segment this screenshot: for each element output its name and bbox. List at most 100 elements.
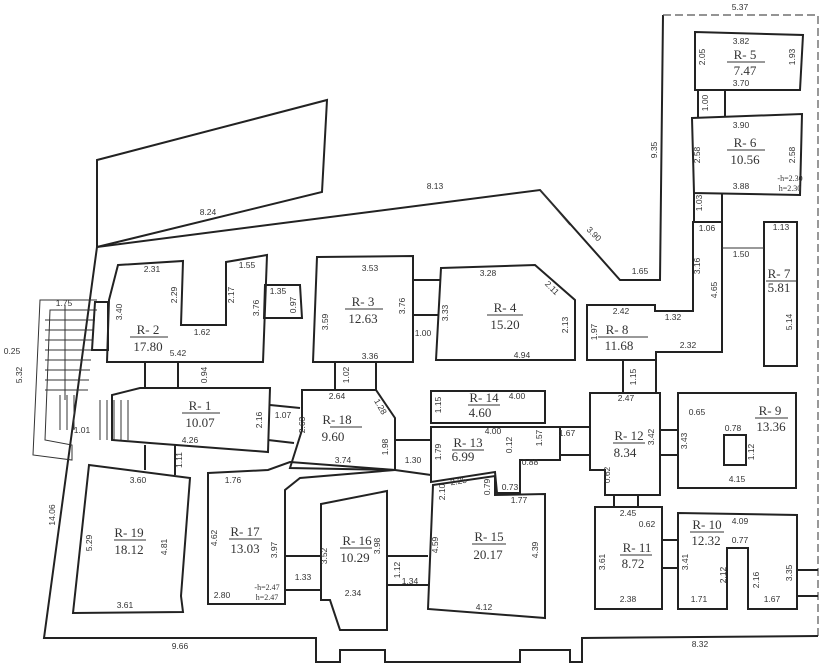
room-id: R- 6 — [734, 135, 757, 150]
outer-walls — [42, 14, 819, 663]
dimension-label: 4.65 — [709, 281, 719, 298]
dimension-label: 1.93 — [787, 48, 797, 65]
dimension-label: 2.34 — [345, 588, 362, 598]
room-r8-outline — [586, 221, 723, 361]
dimension-label: 1.75 — [56, 298, 73, 308]
dimension-label: 3.70 — [733, 78, 750, 88]
dimension-label: 1.77 — [511, 495, 528, 505]
dimension-label: 2.17 — [226, 286, 236, 303]
room-area: 20.17 — [473, 547, 503, 562]
dimension-label: 3.59 — [320, 313, 330, 330]
dimension-label: 4.09 — [732, 516, 749, 526]
room-r19-outline — [71, 463, 192, 615]
room-r13-outline — [430, 426, 561, 494]
dimension-label: 0.78 — [725, 423, 742, 433]
wall-line — [267, 439, 295, 444]
room-r9-column — [723, 434, 747, 466]
room-area: 10.56 — [730, 152, 760, 167]
dimension-label: 1.00 — [700, 94, 710, 111]
room-r6: R- 6 10.56 — [727, 135, 765, 167]
dimension-label: 9.66 — [172, 641, 189, 651]
dimension-label: 14.06 — [47, 504, 57, 526]
room-r4-outline — [434, 263, 576, 361]
room-r5-outline — [694, 30, 805, 91]
room-area: 11.68 — [605, 338, 634, 353]
wall-line — [262, 284, 304, 319]
dimension-label: 2.12 — [718, 566, 728, 583]
dimension-label: 2.32 — [680, 340, 697, 350]
dimension-label: 2.16 — [751, 571, 761, 588]
dimension-label: 1.79 — [433, 443, 443, 460]
dimension-label: 2.29 — [169, 286, 179, 303]
wall-line — [269, 404, 301, 409]
dimension-label: 4.00 — [509, 391, 526, 401]
dimension-label: 9.35 — [649, 141, 659, 158]
wall-line — [32, 299, 97, 461]
wall-line — [539, 189, 571, 226]
dimension-label: 1.50 — [733, 249, 750, 259]
dimension-label: 3.82 — [733, 36, 750, 46]
room-area: 13.03 — [230, 541, 259, 556]
room-r9-outline — [677, 392, 797, 489]
dimension-label: 3.61 — [597, 553, 607, 570]
stair-steps — [45, 305, 129, 440]
room-area: 10.29 — [340, 550, 369, 565]
dimension-label: 0.79 — [482, 478, 492, 495]
room-area: 12.63 — [348, 311, 377, 326]
dimension-label: 4.59 — [430, 536, 440, 553]
dimension-label: 5.32 — [14, 366, 24, 383]
room-r17-outline — [207, 460, 396, 605]
room-id: R- 18 — [322, 412, 351, 427]
dimension-label: 2.25 — [449, 475, 467, 488]
dimension-label: 3.16 — [692, 257, 702, 274]
room-r2-outline — [105, 253, 269, 363]
dimension-label: 2.58 — [692, 146, 702, 163]
dimension-label: 4.00 — [485, 426, 502, 436]
room-r16-outline — [320, 489, 388, 631]
room-id: R- 12 — [614, 428, 643, 443]
dimension-label: 0.65 — [689, 407, 706, 417]
dimension-label: 2.13 — [560, 316, 570, 333]
room-r8: R- 811.68 — [598, 322, 648, 353]
dimension-label: 4.26 — [182, 435, 199, 445]
dimension-label: 3.60 — [130, 475, 147, 485]
room-area: 8.72 — [622, 556, 645, 571]
dimension-label: 2.63 — [297, 416, 307, 433]
dimension-label: 3.40 — [114, 303, 124, 320]
room-area: 5.81 — [768, 280, 791, 295]
dimension-labels: 5.37 9.35 8.13 8.24 3.90 1.65 14.06 9.66… — [4, 2, 797, 651]
room-id: R- 15 — [474, 529, 503, 544]
wall-line — [96, 14, 664, 281]
dimension-label: 8.24 — [200, 207, 217, 217]
dimension-label: 0.12 — [504, 436, 514, 453]
dimension-label: 1.34 — [402, 576, 419, 586]
staircase — [32, 299, 129, 461]
room-r12: R- 128.34 — [613, 428, 645, 460]
dimension-label: 8.13 — [427, 181, 444, 191]
room-r2: R- 217.80 — [130, 322, 168, 354]
dimension-label: 4.39 — [530, 541, 540, 558]
dimension-label: 4.62 — [209, 529, 219, 546]
dimension-label: 3.42 — [646, 428, 656, 445]
ceiling-height-note: -h=2.47 — [254, 583, 279, 592]
room-r15: R- 15 20.17 — [472, 529, 506, 562]
dimension-label: 3.33 — [440, 304, 450, 321]
dimension-label: 3.98 — [372, 537, 382, 554]
dimension-label: 1.76 — [225, 475, 242, 485]
dimension-label: 2.38 — [620, 594, 637, 604]
dimension-label: 5.37 — [732, 2, 749, 12]
room-r9: R- 913.36 — [755, 403, 788, 434]
dimension-label: 1.67 — [559, 428, 576, 438]
room-r6-outline — [690, 112, 804, 197]
dimension-label: 1.65 — [632, 266, 649, 276]
wall-line — [90, 301, 109, 351]
room-id: R- 10 — [692, 517, 721, 532]
room-id: R- 13 — [453, 435, 482, 450]
wall-line — [663, 14, 819, 640]
room-r7-outline — [763, 221, 798, 367]
dimension-label: 5.42 — [170, 348, 187, 358]
dimension-label: 8.32 — [692, 639, 709, 649]
